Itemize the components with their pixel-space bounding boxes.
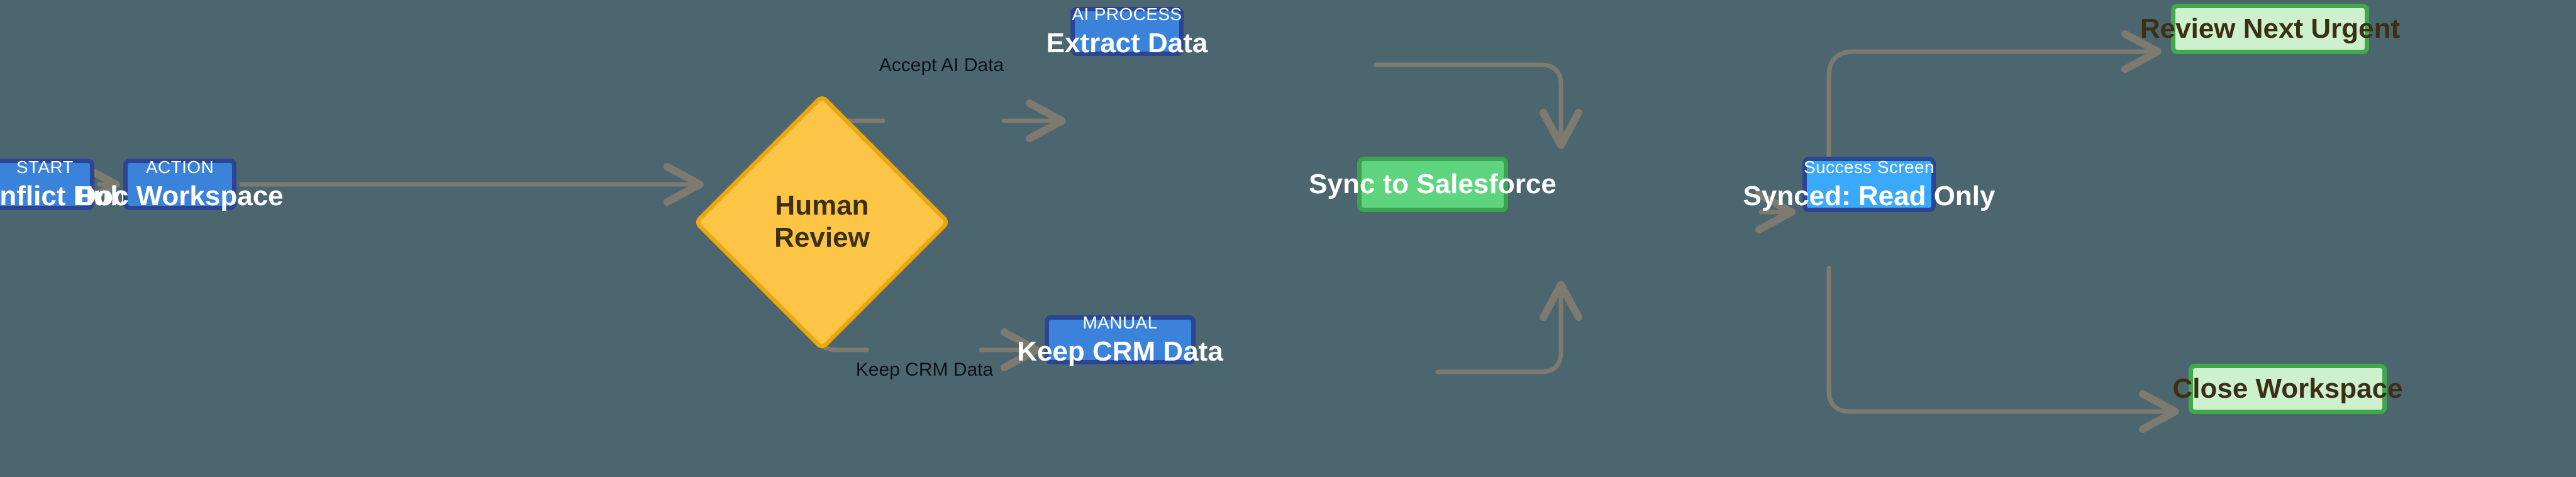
node-review-next-urgent[interactable]: Review Next Urgent [2140,4,2400,54]
node-manual-title: Keep CRM Data [1017,336,1223,368]
edge-synced-to-close-workspace [1826,266,2179,433]
edge-manual-to-sync [1435,281,1582,374]
node-ai-process-title: Extract Data [1046,28,1208,59]
node-start-kicker: START [16,157,74,177]
node-action-doc-workspace[interactable]: ACTION Doc Workspace [76,157,283,211]
node-ai-process-kicker: AI PROCESS [1072,4,1182,24]
node-sync-title: Sync to Salesforce [1309,169,1557,200]
node-close-workspace-title: Close Workspace [2172,373,2403,405]
edge-ai-process-to-sync [1374,62,1582,149]
node-close-workspace[interactable]: Close Workspace [2173,364,2403,414]
node-ai-process-extract-data[interactable]: AI PROCESS Extract Data [1046,4,1208,59]
node-sync-to-salesforce[interactable]: Sync to Salesforce [1309,157,1557,212]
node-decision-human-review[interactable]: Human Review [693,93,951,351]
node-decision-title: Human Review [774,190,870,253]
node-synced-title: Synced: Read Only [1743,181,1996,212]
node-action-kicker: ACTION [145,157,214,177]
node-start-conflict-hub[interactable]: START Conflict Hub [0,157,127,211]
node-synced-kicker: Success Screen [1804,157,1935,177]
node-start-title: Conflict Hub [0,181,128,212]
node-action-title: Doc Workspace [76,181,284,212]
node-synced-read-only[interactable]: Success Screen Synced: Read Only [1743,157,1996,212]
edge-label-keep-crm-data: Keep CRM Data [855,359,994,380]
edge-synced-to-review-next [1826,30,2162,159]
node-review-next-title: Review Next Urgent [2140,13,2401,45]
node-manual-kicker: MANUAL [1082,312,1158,332]
edge-label-accept-ai-data: Accept AI Data [879,55,1004,76]
node-manual-keep-crm-data[interactable]: MANUAL Keep CRM Data [1017,312,1223,367]
